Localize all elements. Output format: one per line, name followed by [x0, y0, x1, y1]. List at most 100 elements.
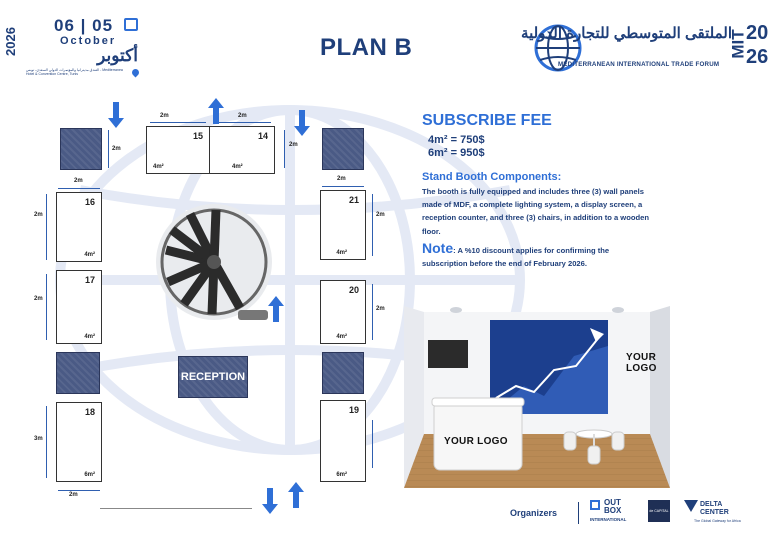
dimension-line — [150, 122, 206, 123]
fee-title: SUBSCRIBE FEE — [422, 112, 552, 129]
booth-number: 18 — [84, 407, 95, 417]
organizers-label: Organizers — [510, 508, 558, 518]
booth-number: 16 — [84, 197, 95, 207]
dimension-line — [46, 406, 47, 478]
logo-year-bottom: 26 — [746, 46, 769, 68]
dimension-label: 3m — [34, 436, 43, 442]
dimension-label: 2m — [238, 113, 247, 119]
booth-15[interactable]: 15 4m² — [146, 126, 210, 174]
booth-area: 4m² — [336, 250, 347, 256]
dark-pillar — [322, 352, 364, 394]
booth-area: 4m² — [84, 334, 95, 340]
dimension-label: 2m — [34, 296, 43, 302]
divider — [578, 502, 579, 524]
wall-logo-text: YOUR LOGO — [626, 352, 657, 374]
delta-subtitle: The Global Gateway for Africa — [694, 519, 741, 523]
booth-area: 4m² — [84, 252, 95, 258]
booth-number: 20 — [348, 285, 359, 295]
decapital-logo: de CAPITAL — [648, 500, 670, 522]
dimension-line — [46, 194, 47, 260]
arrow-up-icon — [268, 296, 284, 322]
dimension-label: 2m — [112, 146, 121, 152]
booth-number: 15 — [192, 131, 203, 141]
dimension-line — [58, 490, 100, 491]
arrow-down-icon — [108, 102, 124, 128]
dimension-line — [322, 186, 364, 187]
organizers-footer: Organizers OUT BOX INTERNATIONAL de CAPI… — [510, 496, 772, 534]
booth-area: 6m² — [84, 472, 95, 478]
booth-number: 14 — [257, 131, 268, 141]
reception-desk: RECEPTION — [178, 356, 248, 398]
booth-17[interactable]: 17 4m² — [56, 270, 102, 344]
dimension-line — [372, 420, 373, 468]
outbox-logo: OUT BOX INTERNATIONAL — [590, 498, 636, 528]
logo-english-name: MEDITERRANEAN INTERNATIONAL TRADE FORUM — [558, 61, 720, 68]
mit-logo: الملتقى المتوسطي للتجارة الدولية MEDITER… — [521, 18, 770, 78]
dimension-line — [284, 130, 285, 168]
note-block: Note: A %10 discount applies for confirm… — [422, 239, 654, 270]
fee-section: SUBSCRIBE FEE 4m² = 750$ 6m² = 950$ Stan… — [422, 112, 772, 270]
components-title: Stand Booth Components: — [422, 171, 562, 183]
event-date-block: 2026 06 | 05 October أكتوبر الفندق مديتر… — [3, 16, 141, 80]
note-text: : A %10 discount applies for confirming … — [422, 245, 610, 268]
components-text: The booth is fully equipped and includes… — [422, 187, 649, 236]
dark-pillar — [60, 128, 102, 170]
dimension-line — [108, 130, 109, 168]
outbox-line3: INTERNATIONAL — [590, 517, 627, 522]
dimension-line — [372, 284, 373, 340]
counter-logo-text: YOUR LOGO — [444, 436, 508, 447]
arrow-down-icon — [294, 110, 310, 136]
booth-area: 4m² — [153, 164, 164, 170]
dimension-label: 2m — [74, 178, 83, 184]
event-days: 06 | 05 — [54, 16, 114, 35]
arrow-up-icon — [288, 482, 304, 508]
booth-19[interactable]: 19 6m² — [320, 400, 366, 482]
outbox-line1: OUT — [604, 498, 621, 507]
delta-logo: DELTA CENTER The Global Gateway for Afri… — [680, 498, 772, 532]
outbox-line2: BOX — [604, 506, 622, 515]
logo-arabic-name: الملتقى المتوسطي للتجارة الدولية — [521, 25, 732, 42]
booth-16[interactable]: 16 4m² — [56, 192, 102, 262]
dimension-line — [46, 274, 47, 340]
spiral-staircase-icon — [156, 204, 272, 320]
delta-line1: DELTA — [700, 501, 723, 508]
page-title: PLAN B — [320, 34, 413, 61]
dimension-label: 2m — [160, 113, 169, 119]
dimension-label: 2m — [337, 176, 346, 182]
booth-20[interactable]: 20 4m² — [320, 280, 366, 344]
fee-line-6m: 6m² = 950$ — [428, 147, 485, 159]
event-month-ar: أكتوبر — [97, 46, 138, 65]
booth-18[interactable]: 18 6m² — [56, 402, 102, 482]
note-label: Note — [422, 239, 454, 256]
booth-render — [404, 306, 670, 488]
logo-year-top: 20 — [746, 22, 769, 44]
dark-pillar — [56, 352, 100, 394]
dimension-label: 2m — [376, 212, 385, 218]
booth-number: 19 — [348, 405, 359, 415]
dimension-line — [58, 188, 100, 189]
box-icon — [590, 500, 600, 510]
dimension-label: 2m — [69, 492, 78, 498]
dimension-line — [372, 194, 373, 256]
reception-label: RECEPTION — [180, 371, 246, 383]
booth-area: 6m² — [336, 472, 347, 478]
booth-number: 21 — [348, 195, 359, 205]
floor-plan: 15 4m² 14 4m² 2m 2m 2m 2m 2m 16 4m² 2m 1… — [34, 98, 385, 514]
booth-21[interactable]: 21 4m² — [320, 190, 366, 260]
arrow-up-icon — [208, 98, 224, 124]
event-month-en: October — [60, 35, 117, 47]
delta-line2: CENTER — [700, 509, 729, 516]
event-venue: الفندق مديترانيا والمؤتمرات الدولي السعد… — [26, 68, 123, 76]
arrow-down-icon — [262, 488, 278, 514]
dimension-line — [213, 122, 271, 123]
dimension-label: 2m — [376, 306, 385, 312]
dimension-label: 2m — [289, 142, 298, 148]
booth-number: 17 — [84, 275, 95, 285]
dimension-label: 2m — [34, 212, 43, 218]
booth-area: 4m² — [336, 334, 347, 340]
booth-14[interactable]: 14 4m² — [209, 126, 275, 174]
globe-logo-icon — [534, 24, 582, 72]
booth-illustration: YOUR LOGO YOUR LOGO — [404, 306, 670, 488]
booth-area: 4m² — [232, 164, 243, 170]
fee-line-4m: 4m² = 750$ — [428, 134, 485, 146]
